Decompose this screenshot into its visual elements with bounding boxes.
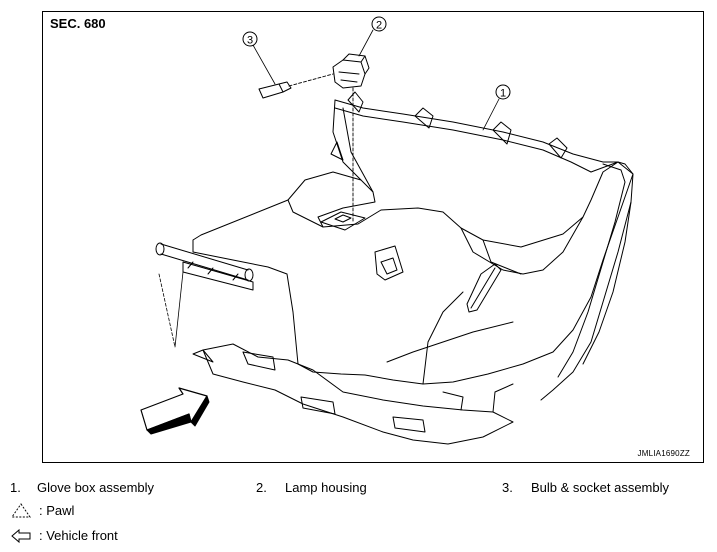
legend-number: 2. [256,480,267,495]
glove-box-illustration: 1 2 3 [140,16,634,445]
legend-label: Glove box assembly [37,480,155,495]
symbol-key-vehicle-front: : Vehicle front [10,527,210,545]
upper-flange [334,99,619,163]
clip [414,107,434,129]
legend-label: Lamp housing [285,480,367,495]
vehicle-front-arrow [140,387,210,435]
lamp-housing [332,59,366,89]
side-vent [466,263,502,313]
bulb-socket [258,83,284,99]
figure-id: JMLIA1690ZZ [637,449,690,458]
diagram-frame: SEC. 680 [42,11,704,463]
damper-bar [160,243,249,271]
section-label: SEC. 680 [50,16,106,31]
symbol-key-pawl: : Pawl [10,502,210,520]
clip [548,137,568,159]
bottom-panel [202,343,514,445]
legend-label: Bulb & socket assembly [531,480,670,495]
svg-text:3: 3 [247,35,253,47]
callout-2: 2 [371,16,387,32]
svg-text:1: 1 [500,88,506,100]
callout-1: 1 [495,84,511,100]
side-trim [540,161,634,401]
pawl-triangle-icon [11,503,31,518]
glove-box-body [192,161,634,385]
callout-3: 3 [242,31,258,47]
clip [492,121,512,145]
legend-number: 1. [10,480,21,495]
symbol-label-pawl: : Pawl [39,503,75,518]
legend-number: 3. [502,480,513,495]
clip [347,91,364,113]
lamp-mount [320,211,366,231]
symbol-label-vehicle-front: : Vehicle front [39,528,118,543]
svg-text:2: 2 [376,20,382,32]
vehicle-front-arrow-icon [11,528,31,544]
